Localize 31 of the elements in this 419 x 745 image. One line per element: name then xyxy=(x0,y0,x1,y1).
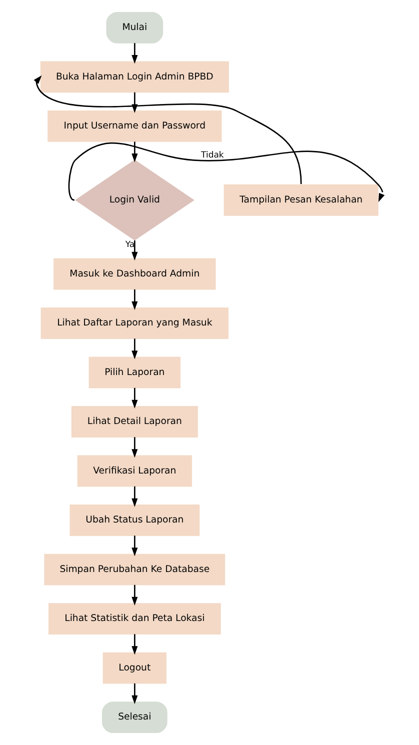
edge-label: Ya xyxy=(125,240,135,250)
arrow xyxy=(132,536,138,556)
node-box: Input Username dan Password xyxy=(48,110,222,142)
arrow xyxy=(132,683,138,704)
node-box: Pilih Laporan xyxy=(88,356,181,388)
node-box: Lihat Statistik dan Peta Lokasi xyxy=(48,603,221,634)
arrow xyxy=(132,240,138,261)
arrow xyxy=(132,388,138,409)
node-box: Buka Halaman Login Admin BPBD xyxy=(40,61,229,93)
arrow xyxy=(68,142,385,202)
node-box: Mulai xyxy=(106,12,164,44)
arrow xyxy=(132,289,138,310)
arrow xyxy=(132,338,138,360)
arrow xyxy=(132,43,138,64)
node-box: Simpan Perubahan Ke Database xyxy=(44,554,226,586)
arrow xyxy=(132,584,138,606)
arrow xyxy=(34,75,302,184)
node-box: Selesai xyxy=(102,702,168,733)
node-box: Tampilan Pesan Kesalahan xyxy=(224,184,378,216)
node-diamond: Login Valid xyxy=(74,160,194,241)
node-box: Lihat Daftar Laporan yang Masuk xyxy=(40,308,228,339)
arrow xyxy=(132,437,138,458)
arrow xyxy=(132,634,138,655)
edge-label: Tidak xyxy=(201,150,224,161)
arrow xyxy=(132,142,138,162)
arrow xyxy=(132,486,138,508)
node-box: Ubah Status Laporan xyxy=(70,504,200,536)
node-box: Masuk ke Dashboard Admin xyxy=(54,258,216,290)
node-box: Lihat Detail Laporan xyxy=(71,406,198,438)
node-box: Verifikasi Laporan xyxy=(77,455,192,487)
node-box: Logout xyxy=(102,652,167,684)
